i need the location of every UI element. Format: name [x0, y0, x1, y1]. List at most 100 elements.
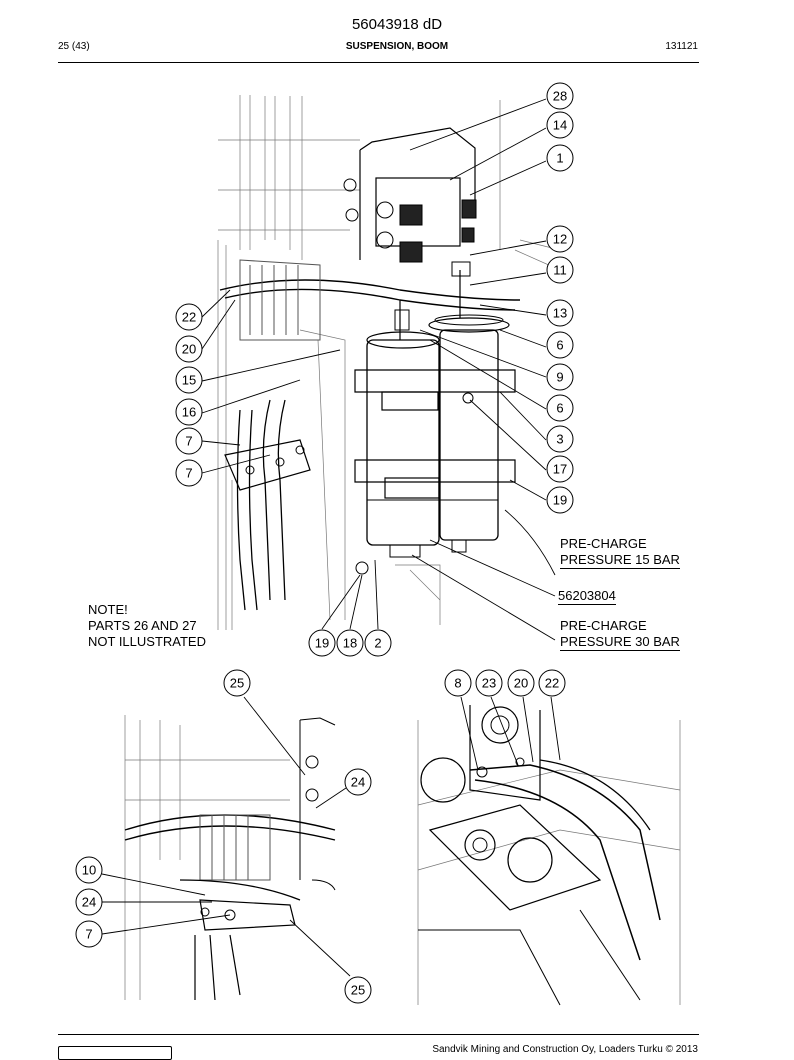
- precharge-15-line2: PRESSURE 15 BAR: [560, 552, 680, 569]
- balloon-17: 17: [546, 455, 574, 483]
- page-number: 25 (43): [58, 41, 90, 52]
- balloon-label: 22: [182, 310, 196, 325]
- balloon-circle: [546, 394, 574, 422]
- note-heading: NOTE!: [88, 602, 128, 617]
- leader-lines: [101, 98, 561, 977]
- balloon-label: 22: [545, 676, 559, 691]
- balloon-label: 7: [85, 927, 92, 942]
- balloon-circle: [444, 669, 472, 697]
- note-line: NOT ILLUSTRATED: [88, 634, 206, 649]
- balloon-circle: [546, 486, 574, 514]
- balloon-7: 7: [75, 920, 103, 948]
- balloon-label: 3: [556, 432, 563, 447]
- sandvik-logo: [58, 1046, 172, 1060]
- header-rule: [58, 62, 699, 63]
- balloon-24: 24: [344, 768, 372, 796]
- balloon-1: 1: [546, 144, 574, 172]
- balloon-label: 15: [182, 373, 196, 388]
- balloon-label: 6: [556, 338, 563, 353]
- balloon-circle: [175, 303, 203, 331]
- balloon-circle: [344, 976, 372, 1004]
- balloon-label: 9: [556, 370, 563, 385]
- balloon-label: 12: [553, 232, 567, 247]
- balloon-circle: [546, 331, 574, 359]
- balloon-circle: [546, 455, 574, 483]
- balloon-label: 20: [182, 342, 196, 357]
- part-number: 56203804: [558, 588, 616, 605]
- balloon-label: 19: [553, 493, 567, 508]
- balloon-circle: [546, 82, 574, 110]
- balloon-circle: [75, 856, 103, 884]
- balloon-label: 8: [454, 676, 461, 691]
- balloon-label: 10: [82, 863, 96, 878]
- balloon-circle: [546, 144, 574, 172]
- balloon-10: 10: [75, 856, 103, 884]
- balloon-20: 20: [507, 669, 535, 697]
- bottom-left-illustration: [124, 715, 336, 1001]
- balloon-28: 28: [546, 82, 574, 110]
- balloon-label: 24: [351, 775, 365, 790]
- balloon-19: 19: [308, 629, 336, 657]
- balloon-label: 6: [556, 401, 563, 416]
- balloon-9: 9: [546, 363, 574, 391]
- balloon-14: 14: [546, 111, 574, 139]
- balloon-label: 11: [553, 263, 567, 278]
- balloon-23: 23: [475, 669, 503, 697]
- balloon-25: 25: [223, 669, 251, 697]
- balloon-20: 20: [175, 335, 203, 363]
- balloon-circle: [175, 398, 203, 426]
- balloon-circle: [546, 256, 574, 284]
- balloon-circle: [507, 669, 535, 697]
- balloon-6: 6: [546, 394, 574, 422]
- balloon-label: 17: [553, 462, 567, 477]
- balloon-12: 12: [546, 225, 574, 253]
- balloon-circle: [175, 427, 203, 455]
- balloon-circle: [546, 299, 574, 327]
- balloon-6: 6: [546, 331, 574, 359]
- balloon-circle: [175, 459, 203, 487]
- balloon-circle: [175, 366, 203, 394]
- balloon-circle: [75, 888, 103, 916]
- precharge-30-label: PRE-CHARGE PRESSURE 30 BAR: [560, 618, 680, 651]
- balloon-circle: [546, 225, 574, 253]
- balloon-19: 19: [546, 486, 574, 514]
- balloon-16: 16: [175, 398, 203, 426]
- balloon-label: 24: [82, 895, 96, 910]
- bottom-right-illustration: [417, 705, 681, 1006]
- precharge-15-label: PRE-CHARGE PRESSURE 15 BAR: [560, 536, 680, 569]
- balloon-circle: [364, 629, 392, 657]
- part-number-label: 56203804: [558, 588, 616, 605]
- balloon-24: 24: [75, 888, 103, 916]
- precharge-30-line1: PRE-CHARGE: [560, 618, 647, 633]
- note-line: PARTS 26 AND 27: [88, 618, 197, 633]
- balloon-11: 11: [546, 256, 574, 284]
- note-block: NOTE! PARTS 26 AND 27 NOT ILLUSTRATED: [88, 602, 206, 650]
- balloon-label: 23: [482, 676, 496, 691]
- balloon-circle: [538, 669, 566, 697]
- balloon-label: 16: [182, 405, 196, 420]
- balloon-7: 7: [175, 427, 203, 455]
- precharge-30-line2: PRESSURE 30 BAR: [560, 634, 680, 651]
- balloon-label: 28: [553, 89, 567, 104]
- balloon-circle: [308, 629, 336, 657]
- balloon-label: 19: [315, 636, 329, 651]
- balloon-22: 22: [175, 303, 203, 331]
- balloon-circle: [344, 768, 372, 796]
- top-illustration: [217, 95, 561, 630]
- balloon-label: 25: [351, 983, 365, 998]
- balloon-13: 13: [546, 299, 574, 327]
- footer-copyright: Sandvik Mining and Construction Oy, Load…: [432, 1044, 698, 1055]
- balloon-circle: [175, 335, 203, 363]
- balloon-circle: [75, 920, 103, 948]
- precharge-15-line1: PRE-CHARGE: [560, 536, 647, 551]
- balloon-circle: [546, 111, 574, 139]
- balloon-label: 14: [553, 118, 567, 133]
- balloon-22: 22: [538, 669, 566, 697]
- balloon-label: 2: [374, 636, 381, 651]
- balloon-8: 8: [444, 669, 472, 697]
- balloon-label: 13: [553, 306, 567, 321]
- date-code: 131121: [665, 41, 698, 52]
- balloon-circle: [336, 629, 364, 657]
